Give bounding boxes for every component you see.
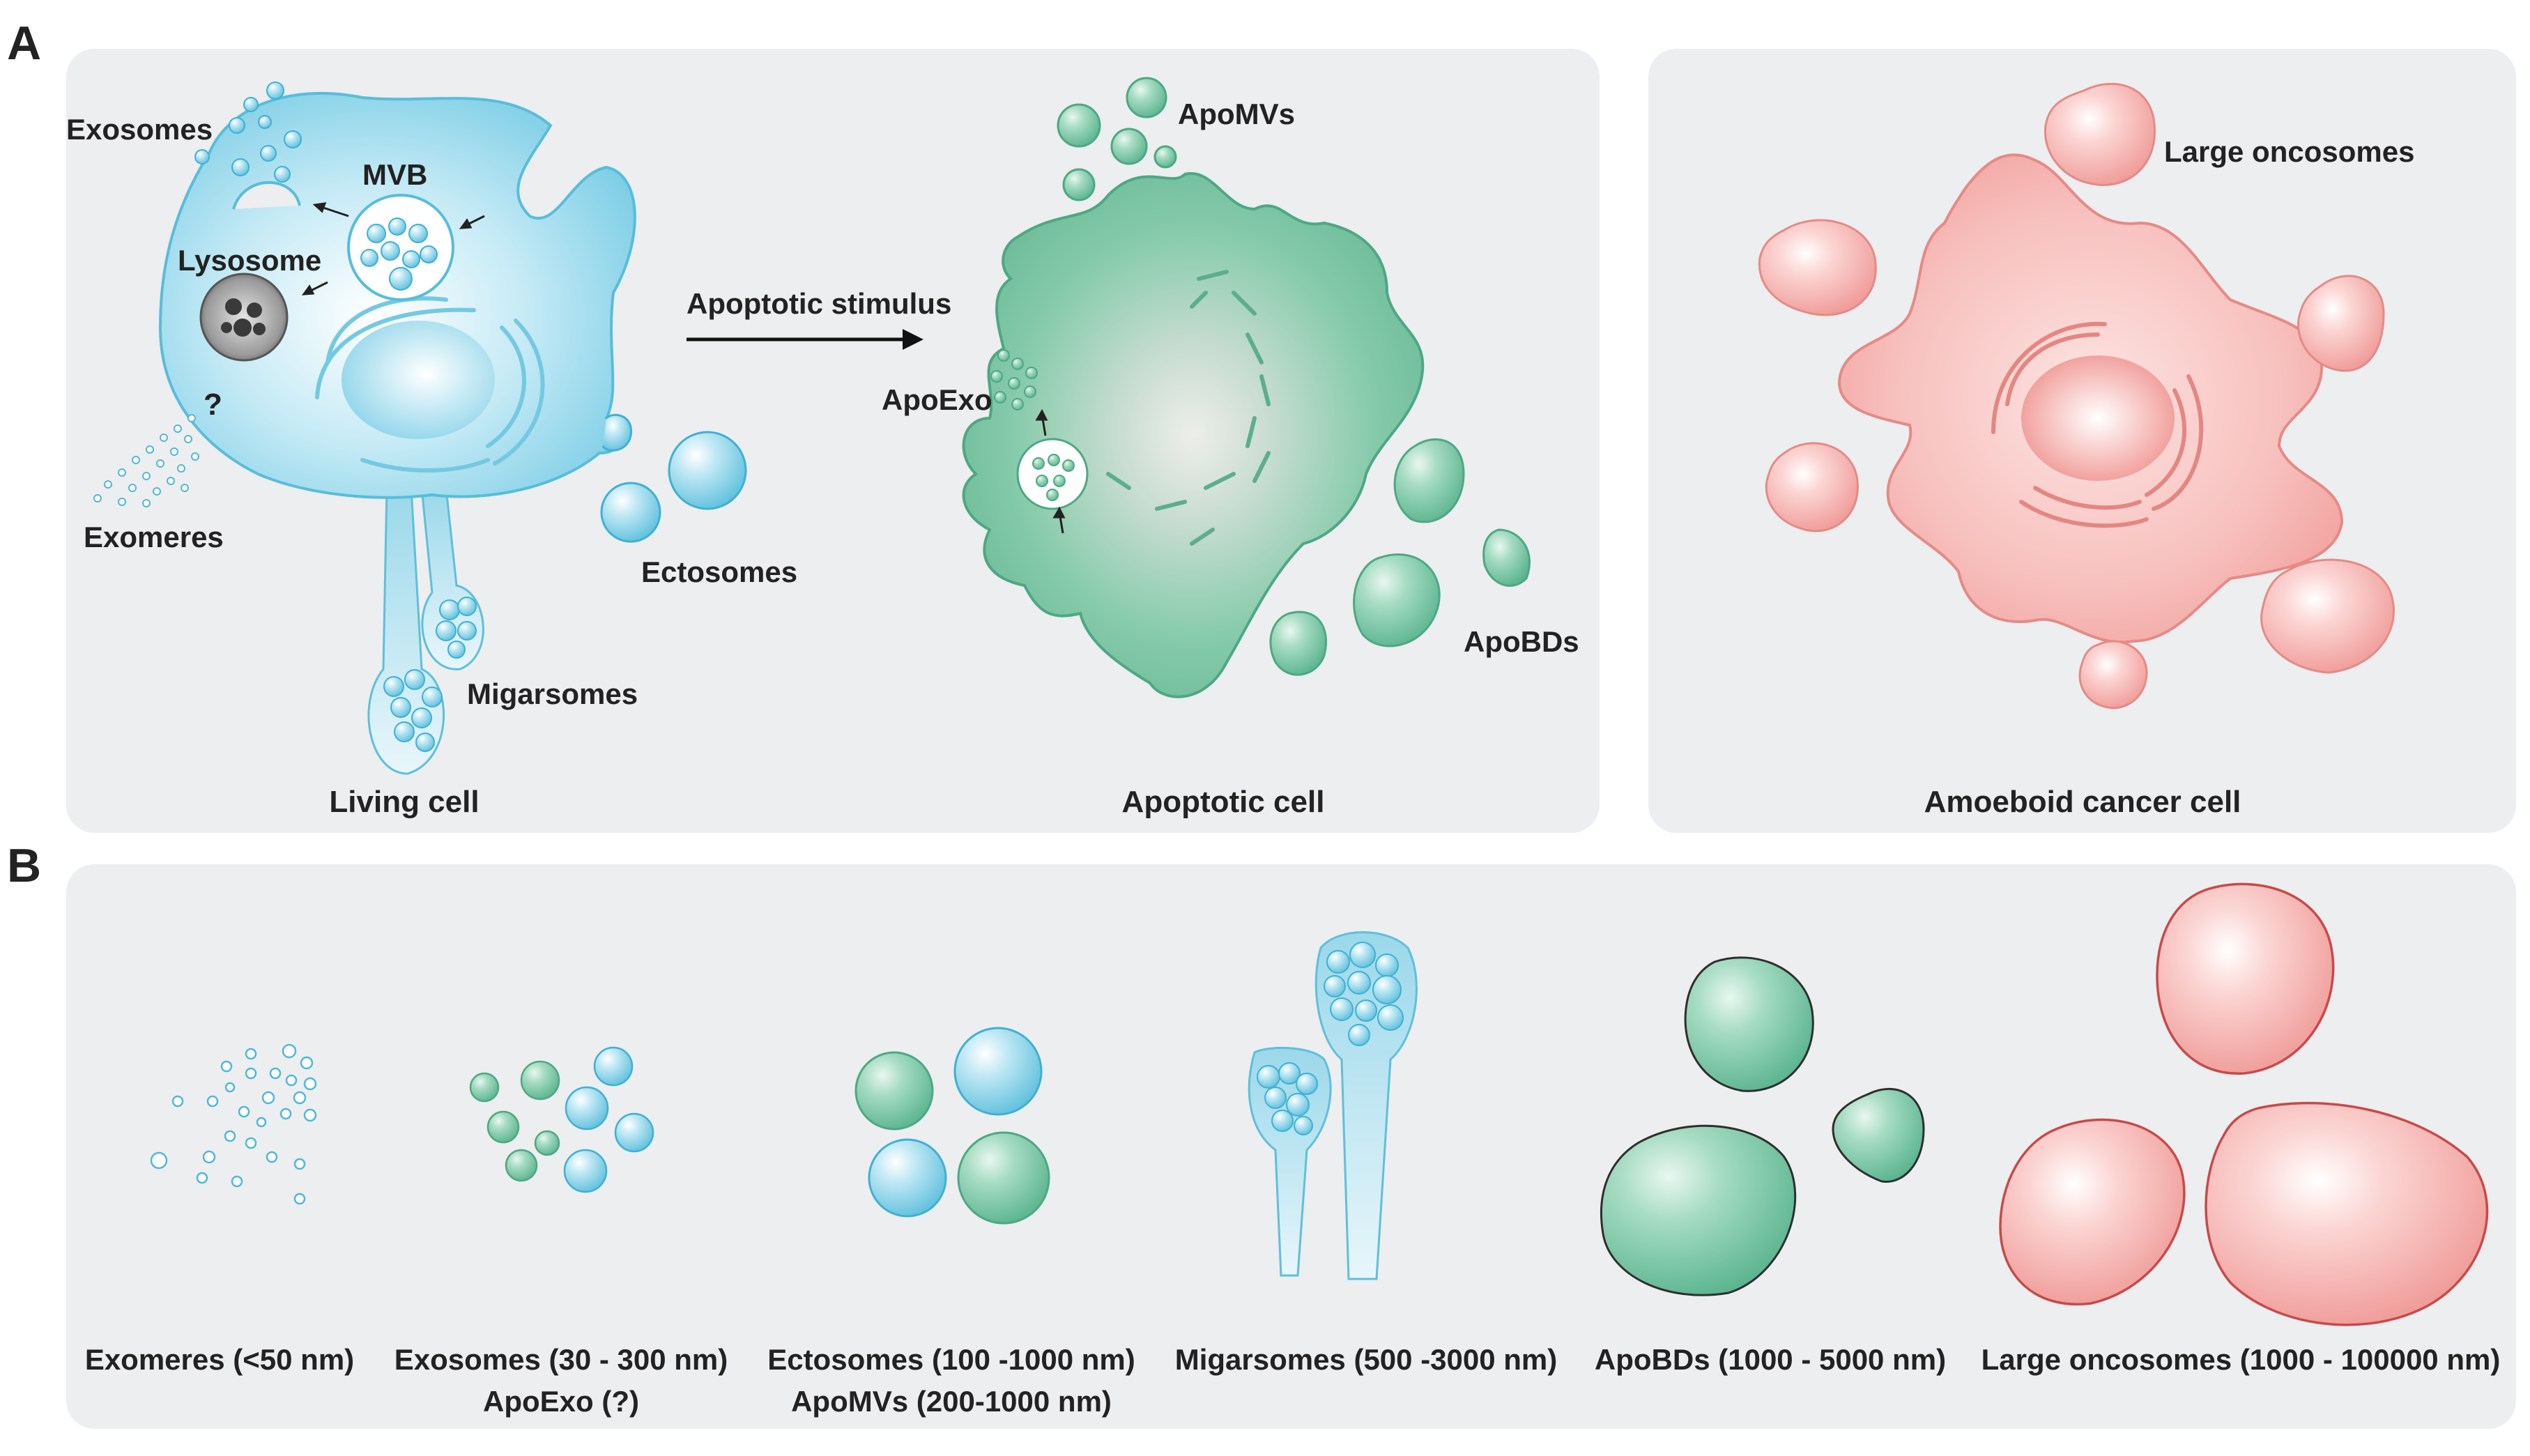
- label-apobds: ApoBDs: [1464, 625, 1579, 658]
- lysosome-content: [221, 298, 266, 337]
- scale-apobds: [1600, 956, 1925, 1296]
- label-migarsomes: Migarsomes: [467, 677, 638, 710]
- size-scale: Exomeres (<50 nm) Exosomes (30 - 300 nm)…: [85, 882, 2501, 1418]
- scale-ectosomes: [854, 1027, 1050, 1225]
- apomv-vesicles: [1057, 77, 1177, 201]
- scale-label-exomeres: Exomeres (<50 nm): [85, 1343, 354, 1376]
- amoeboid-cell-er: [1991, 321, 2204, 528]
- amoeboid-cell-title: Amoeboid cancer cell: [1924, 785, 2241, 819]
- scale-large-oncosomes: [1999, 882, 2489, 1326]
- living-cell-title: Living cell: [329, 785, 479, 819]
- exosome-release-pocket: [232, 181, 301, 210]
- living-exosomes: [194, 82, 302, 183]
- mvb: [347, 194, 454, 301]
- amoeboid-cancer-cell: Large oncosomes Amoeboid cancer cell: [1758, 82, 2414, 819]
- scale-label-migarsomes: Migarsomes (500 -3000 nm): [1175, 1343, 1558, 1376]
- mvb-arrows: [301, 202, 485, 296]
- label-apoexo: ApoExo: [882, 383, 992, 416]
- apoptotic-fragments: [1106, 270, 1271, 546]
- apoptotic-cell: ApoMVs ApoExo ApoBDs Apoptotic cell: [882, 77, 1579, 819]
- lysosome: [199, 273, 289, 362]
- ectosome-budding: [601, 413, 632, 452]
- label-apomvs: ApoMVs: [1178, 98, 1295, 130]
- living-exomeres: [93, 414, 199, 507]
- label-mvb: MVB: [362, 158, 427, 191]
- living-cell: Exosomes MVB Lysosome ? Exomeres Ectosom…: [66, 82, 797, 819]
- scale-label-apobds: ApoBDs (1000 - 5000 nm): [1595, 1343, 1946, 1376]
- mvb-vesicles: [360, 217, 438, 291]
- ectosome-large: [668, 431, 747, 510]
- apoexo-vesicles: [990, 349, 1038, 411]
- apoptotic-stimulus-arrow: Apoptotic stimulus: [687, 287, 951, 350]
- apobd-bodies: [1269, 438, 1531, 676]
- apoptotic-mvb: [1016, 438, 1089, 510]
- label-question: ?: [204, 388, 222, 422]
- apoptotic-mvb-vesicles: [1032, 454, 1075, 501]
- label-ectosomes: Ectosomes: [641, 555, 797, 588]
- migrasome-vesicles: [383, 597, 477, 752]
- scale-exosomes: [469, 1046, 654, 1193]
- scale-label-ectosomes: Ectosomes (100 -1000 nm): [767, 1343, 1135, 1376]
- large-oncosomes-outside: [1758, 82, 2395, 710]
- label-apoptotic-stimulus: Apoptotic stimulus: [687, 287, 951, 320]
- scale-migarsomes: [1248, 931, 1418, 1280]
- living-cell-er: [315, 296, 545, 473]
- panel-a-letter: A: [7, 17, 41, 70]
- apoexo-arrows: [1035, 408, 1066, 534]
- panel-b-letter: B: [7, 839, 41, 892]
- scale-exomeres: [150, 1043, 317, 1205]
- scale-label-apoexo: ApoExo (?): [483, 1385, 639, 1418]
- scale-label-exosomes: Exosomes (30 - 300 nm): [394, 1343, 728, 1376]
- label-exosomes: Exosomes: [66, 113, 213, 146]
- apoptotic-cell-title: Apoptotic cell: [1122, 785, 1325, 819]
- amoeboid-cell-nucleus: [2021, 355, 2175, 481]
- label-large-oncosomes: Large oncosomes: [2164, 135, 2414, 168]
- scale-label-large-oncosomes: Large oncosomes (1000 - 100000 nm): [1981, 1343, 2501, 1376]
- label-lysosome: Lysosome: [178, 244, 321, 277]
- label-exomeres: Exomeres: [84, 521, 224, 553]
- apoptotic-cell-body: [962, 171, 1425, 698]
- scale-label-apomvs: ApoMVs (200-1000 nm): [791, 1385, 1112, 1418]
- living-cell-nucleus: [342, 321, 495, 439]
- ectosome-small: [600, 482, 661, 543]
